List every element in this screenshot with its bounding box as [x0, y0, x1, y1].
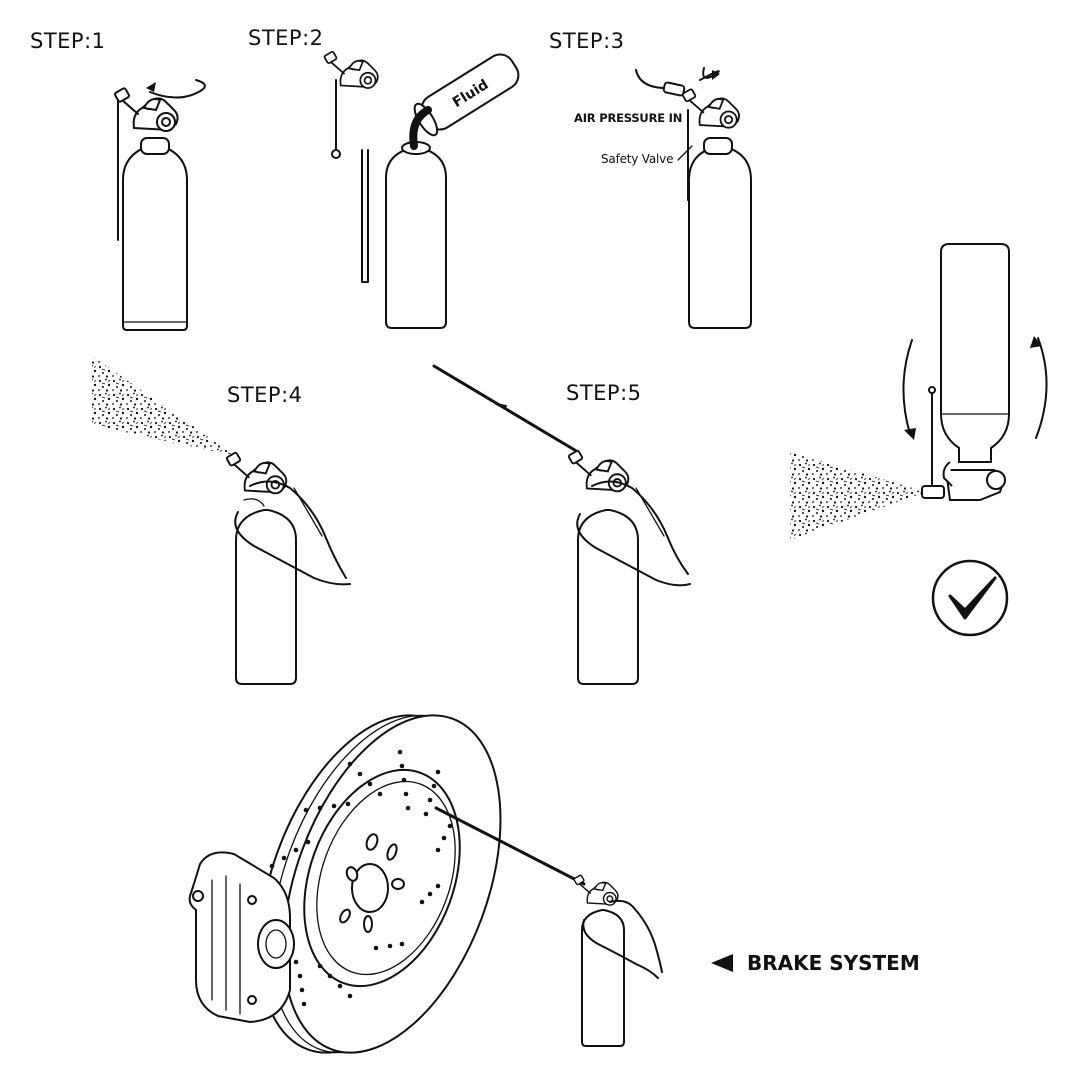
- step4-illustration: [92, 356, 351, 685]
- hand: [582, 899, 663, 979]
- bottle: [577, 509, 639, 685]
- safety-valve-label: Safety Valve: [601, 152, 674, 166]
- spray-gun: [681, 87, 740, 129]
- inverted-bottle: [940, 243, 1010, 463]
- step-5-label: STEP:5: [566, 381, 642, 405]
- bottle: [235, 509, 297, 685]
- step-4-label: STEP:4: [227, 383, 303, 407]
- safety-valve-pointer: [677, 145, 693, 161]
- rotate-arrow-left-icon: [902, 339, 913, 435]
- spray-gun: [225, 451, 288, 495]
- brake-disc: [258, 714, 502, 1054]
- step-1-label: STEP:1: [30, 29, 106, 53]
- bottle: [385, 141, 447, 329]
- step1-illustration: [113, 79, 206, 331]
- spray-gun: [323, 50, 379, 89]
- spray-gun: [567, 449, 630, 493]
- brake-illustration: [188, 714, 663, 1054]
- spray-gun: [572, 874, 619, 906]
- step2-illustration: Fluid: [323, 50, 520, 329]
- bottle: [688, 137, 752, 329]
- fluid-pour: [409, 106, 432, 150]
- spray-gun: [921, 461, 1006, 501]
- triangle-left-icon: [711, 954, 733, 972]
- checkmark-circle-icon: [931, 559, 1009, 637]
- siphon-tube: [361, 149, 369, 283]
- spray-cone: [790, 452, 926, 540]
- brake-system-callout: BRAKE SYSTEM: [711, 951, 920, 975]
- air-pressure-in-label: AIR PRESSURE IN: [574, 111, 683, 125]
- bottle: [122, 137, 188, 331]
- extension-wand: [434, 806, 586, 886]
- step5-illustration: [432, 364, 691, 685]
- bottle: [581, 909, 625, 1047]
- step-2-label: STEP:2: [248, 26, 324, 50]
- rotate-arrow-right-icon: [1035, 337, 1048, 439]
- step-3-label: STEP:3: [549, 29, 625, 53]
- inverted-use-illustration: [790, 243, 1048, 637]
- step3-illustration: [635, 67, 752, 329]
- spray-cone: [92, 356, 236, 456]
- brake-caliper: [188, 851, 295, 1024]
- brake-system-label: BRAKE SYSTEM: [747, 951, 920, 975]
- disc-drill-holes: [269, 749, 453, 1007]
- rotate-arrow-icon: [149, 79, 206, 99]
- fluid-can: Fluid: [413, 53, 520, 137]
- spray-gun: [113, 86, 179, 132]
- extension-wand: [432, 364, 580, 454]
- hand: [576, 480, 691, 587]
- air-hose: [635, 69, 686, 97]
- hand: [234, 480, 351, 586]
